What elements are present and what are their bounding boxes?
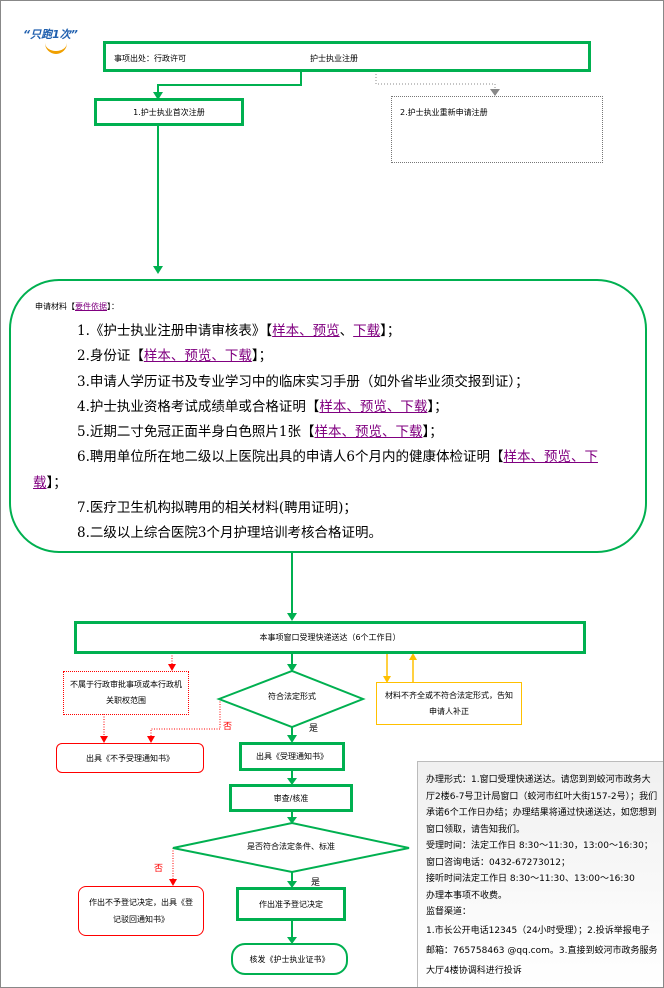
info-phone: 窗口咨询电话：0432-67273012；: [426, 857, 570, 868]
check-form-label: 符合法定形式: [268, 692, 316, 701]
material-text: 3.申请人学历证书及专业学习中的临床实习手册（如外省毕业须交报到证）；: [77, 373, 529, 390]
download-link[interactable]: 下载: [353, 323, 381, 339]
out-of-scope-box: 不属于行政审批事项或本行政机关职权范围: [63, 671, 189, 715]
accept-label: 本事项窗口受理快递送达（6个工作日）: [259, 633, 401, 642]
material-end: 】；: [427, 398, 448, 415]
info-box: 办理形式：1.窗口受理快递送达。请您到到蛟河市政务大厅2楼6-7号卫计局窗口（蛟…: [417, 761, 663, 987]
materials-header-text: 申请材料【: [35, 302, 75, 311]
accept-notice-box: 出具《受理通知书》: [239, 742, 345, 771]
deny-decision-label: 作出不予登记决定，出具《登记驳回通知书》: [89, 898, 193, 924]
incomplete-label: 材料不齐全或不符合法定形式，告知申请人补正: [385, 690, 513, 716]
material-end: 】；: [422, 424, 443, 441]
source-box: 事项出处：行政许可 护士执业注册: [103, 41, 591, 72]
out-of-scope-label: 不属于行政审批事项或本行政机关职权范围: [70, 680, 182, 705]
issue-certificate-box: 核发《护士执业证书》: [231, 943, 348, 975]
review-box: 审查/核准: [229, 784, 353, 812]
approve-decision-box: 作出准予登记决定: [236, 887, 346, 921]
logo-text: “只跑1次”: [23, 28, 78, 41]
materials-list: 1.《护士执业注册申请审核表》【样本、预览、下载】；2.身份证【样本、预览、下载…: [33, 319, 629, 547]
review-label: 审查/核准: [273, 793, 309, 803]
re-registration-box: 2.护士执业重新申请注册: [391, 96, 603, 163]
sample-preview-link[interactable]: 样本、预览、下载: [33, 449, 598, 491]
separator: 、: [339, 323, 354, 339]
material-item: 1.《护士执业注册申请审核表》【样本、预览、下载】；: [33, 319, 629, 344]
materials-box: 申请材料【要件依据】： 1.《护士执业注册申请审核表》【样本、预览、下载】；2.…: [9, 279, 647, 553]
accept-box: 本事项窗口受理快递送达（6个工作日）: [74, 621, 586, 654]
info-fee: 办理本事项不收费。: [426, 890, 508, 901]
material-item: 7.医疗卫生机构拟聘用的相关材料(聘用证明)；: [33, 496, 629, 521]
material-item: 8.二级以上综合医院3个月护理培训考核合格证明。: [33, 521, 629, 546]
material-item: 2.身份证【样本、预览、下载】；: [33, 344, 629, 369]
material-end: 】；: [380, 323, 401, 339]
check-conditions-label: 是否符合法定条件、标准: [247, 842, 335, 851]
material-text: 8.二级以上综合医院3个月护理培训考核合格证明。: [77, 525, 382, 542]
no-label-1: 否: [223, 722, 233, 732]
material-item: 4.护士执业资格考试成绩单或合格证明【样本、预览、下载】；: [33, 395, 629, 420]
info-hours: 受理时间：法定工作日 8:30～11:30，13:00～16:30；: [426, 841, 653, 851]
material-text: 6.聘用单位所在地二级以上医院出具的申请人6个月内的健康体检证明【: [77, 449, 504, 466]
sample-preview-link[interactable]: 样本、预览、下载: [143, 348, 252, 365]
material-text: 1.《护士执业注册申请审核表》【: [77, 323, 273, 339]
material-item: 3.申请人学历证书及专业学习中的临床实习手册（如外省毕业须交报到证）；: [33, 370, 629, 395]
material-text: 2.身份证【: [77, 348, 144, 365]
logo-swoosh-icon: [45, 39, 67, 54]
no-label-2: 否: [154, 864, 164, 874]
material-item: 6.聘用单位所在地二级以上医院出具的申请人6个月内的健康体检证明【样本、预览、下…: [33, 445, 629, 496]
logo: “只跑1次”: [23, 23, 93, 59]
reject-notice-label: 出具《不予受理通知书》: [86, 753, 174, 763]
info-supervision-title: 监督渠道：: [426, 907, 472, 917]
reject-notice-box: 出具《不予受理通知书》: [56, 743, 204, 773]
material-end: 】；: [251, 348, 273, 365]
material-end: 】；: [46, 474, 67, 491]
material-text: 7.医疗卫生机构拟聘用的相关材料(聘用证明)；: [77, 500, 357, 517]
info-supervision-channels: 1.市长公开电话12345（24小时受理）；2.投诉举报电子邮箱：7657584…: [426, 925, 658, 976]
deny-decision-box: 作出不予登记决定，出具《登记驳回通知书》: [78, 886, 204, 936]
material-item: 5.近期二寸免冠正面半身白色照片1张【样本、预览、下载】；: [33, 420, 629, 445]
requirements-basis-link[interactable]: 要件依据: [75, 302, 107, 311]
material-text: 5.近期二寸免冠正面半身白色照片1张【: [77, 424, 315, 441]
first-registration-label: 1.护士执业首次注册: [133, 107, 205, 117]
yes-label-2: 是: [311, 878, 321, 888]
sample-preview-link[interactable]: 样本、预览、下载: [319, 398, 428, 415]
source-label: 事项出处：行政许可: [114, 54, 186, 63]
item-name: 护士执业注册: [310, 54, 358, 63]
accept-notice-label: 出具《受理通知书》: [256, 752, 328, 761]
materials-header: 申请材料【要件依据】：: [35, 301, 119, 312]
sample-preview-link[interactable]: 样本、预览: [272, 323, 340, 339]
material-text: 4.护士执业资格考试成绩单或合格证明【: [77, 398, 320, 415]
yes-label-1: 是: [309, 724, 319, 734]
issue-certificate-label: 核发《护士执业证书》: [249, 954, 330, 964]
approve-decision-label: 作出准予登记决定: [259, 899, 323, 909]
info-phone-hours: 接听时间法定工作日 8:30～11:30、13:00～16:30: [426, 874, 635, 884]
materials-header-end: 】：: [107, 302, 119, 311]
first-registration-box: 1.护士执业首次注册: [94, 98, 244, 126]
incomplete-box: 材料不齐全或不符合法定形式，告知申请人补正: [376, 682, 522, 725]
re-registration-label: 2.护士执业重新申请注册: [400, 108, 488, 117]
sample-preview-link[interactable]: 样本、预览、下载: [314, 424, 423, 441]
info-handling-form: 办理形式：1.窗口受理快递送达。请您到到蛟河市政务大厅2楼6-7号卫计局窗口（蛟…: [426, 775, 658, 835]
